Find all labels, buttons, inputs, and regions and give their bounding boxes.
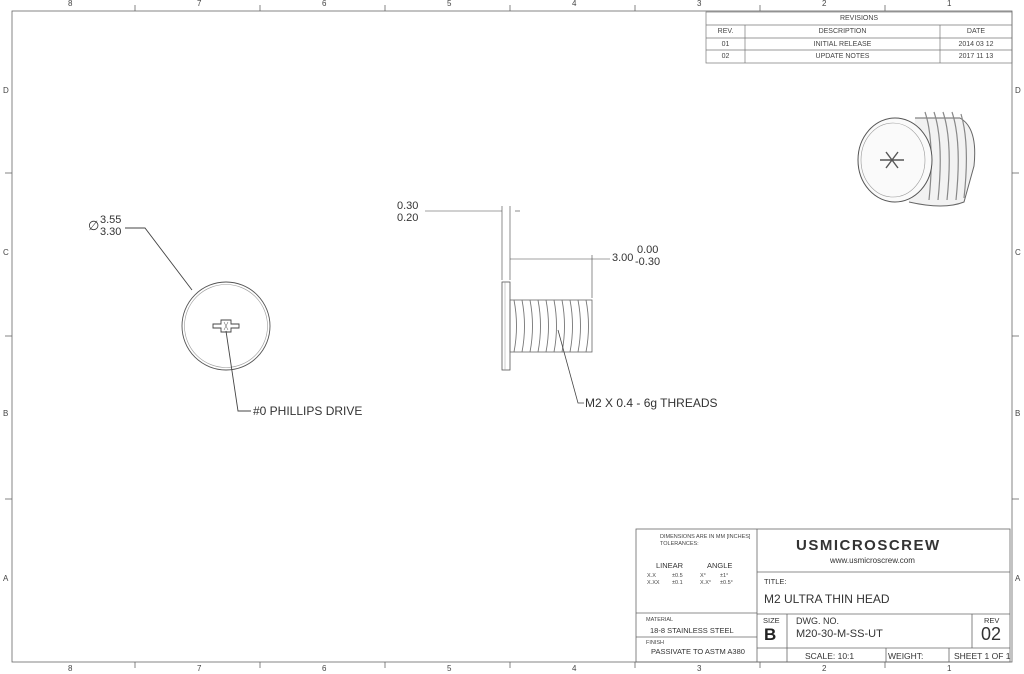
revisions-col-date: DATE: [966, 28, 986, 35]
title-label: TITLE:: [764, 577, 787, 586]
zone-top-4: 4: [572, 0, 577, 8]
sheet-size: B: [764, 625, 777, 644]
zone-top-5: 5: [447, 0, 452, 8]
zone-top-7: 7: [197, 0, 202, 8]
zone-bottom-6: 6: [322, 664, 327, 673]
angle-label: ANGLE: [707, 561, 733, 570]
drawing-number: M20-30-M-SS-UT: [796, 628, 883, 640]
length-tol-upper: 0.00: [637, 244, 659, 256]
isometric-view: [857, 111, 976, 207]
linear-label: LINEAR: [656, 561, 684, 570]
zone-left-d: D: [3, 86, 9, 95]
dimensions-note: DIMENSIONS ARE IN MM [INCHES]: [660, 534, 751, 540]
zone-right-c: C: [1015, 248, 1021, 257]
revision-rev: 01: [721, 41, 730, 48]
revision-table-grid: [705, 11, 1013, 64]
diameter-symbol: ∅: [88, 218, 100, 233]
zone-bottom-4: 4: [572, 664, 577, 673]
zone-left-b: B: [3, 409, 9, 418]
zone-bottom-1: 1: [947, 664, 952, 673]
material-value: 18-8 STAINLESS STEEL: [650, 626, 734, 635]
side-view: [425, 206, 610, 404]
front-view: [125, 227, 271, 412]
revision-description: UPDATE NOTES: [815, 53, 870, 60]
zone-bottom-7: 7: [197, 664, 202, 673]
revisions-col-description: DESCRIPTION: [818, 28, 867, 35]
zone-top-6: 6: [322, 0, 327, 8]
drawing-title: M2 ULTRA THIN HEAD: [764, 592, 890, 606]
sheet-number: SHEET 1 OF 1: [954, 651, 1011, 661]
zone-top-1: 1: [947, 0, 952, 8]
revision-date: 2014 03 12: [958, 41, 994, 48]
revision-date: 2017 11 13: [958, 53, 994, 60]
tol-xxx: X.XX: [647, 580, 660, 586]
zone-bottom-2: 2: [822, 664, 827, 673]
revision-rev: 02: [721, 53, 730, 60]
tol-xxx-value: ±0.1: [672, 580, 683, 586]
drive-note: #0 PHILLIPS DRIVE: [253, 404, 363, 418]
zone-right-a: A: [1015, 574, 1021, 583]
zone-top-2: 2: [822, 0, 827, 8]
phillips-recess: [212, 319, 240, 333]
zone-bottom-3: 3: [697, 664, 702, 673]
diameter-lower: 3.30: [100, 226, 122, 238]
zone-bottom-5: 5: [447, 664, 452, 673]
zone-right-b: B: [1015, 409, 1021, 418]
scale: SCALE: 10:1: [805, 651, 855, 661]
dwg-no-label: DWG. NO.: [796, 616, 839, 626]
revision-number: 02: [981, 624, 1002, 644]
zone-left-a: A: [3, 574, 9, 583]
company-logo: USMICROSCREW: [796, 537, 941, 554]
angle-x-value: ±1°: [720, 573, 729, 579]
zone-top-8: 8: [68, 0, 73, 8]
drawing-border: [5, 5, 1019, 668]
finish-value: PASSIVATE TO ASTM A380: [651, 647, 745, 656]
title-block-grid: [635, 528, 1011, 663]
tol-xx-value: ±0.5: [672, 573, 683, 579]
length-nominal: 3.00: [612, 252, 634, 264]
zone-top-3: 3: [697, 0, 702, 8]
zone-left-c: C: [3, 248, 9, 257]
diameter-upper: 3.55: [100, 214, 122, 226]
threads-note: M2 X 0.4 - 6g THREADS: [585, 396, 718, 410]
angle-xx: X.X°: [700, 580, 712, 586]
size-label: SIZE: [763, 616, 780, 625]
zone-bottom-8: 8: [68, 664, 73, 673]
revisions-col-rev: REV.: [717, 28, 734, 35]
zone-right-d: D: [1015, 86, 1021, 95]
finish-label: FINISH: [646, 640, 665, 646]
angle-x: X°: [700, 573, 706, 579]
material-label: MATERIAL: [646, 617, 674, 623]
head-thickness-lower: 0.20: [397, 212, 419, 224]
length-tol-lower: -0.30: [635, 256, 661, 268]
tolerances-label: TOLERANCES:: [660, 541, 699, 547]
head-thickness-upper: 0.30: [397, 200, 419, 212]
rev-label: REV: [984, 616, 1000, 625]
tol-xx: X.X: [647, 573, 656, 579]
weight-label: WEIGHT:: [888, 651, 924, 661]
revisions-heading: REVISIONS: [839, 15, 879, 22]
company-website: www.usmicroscrew.com: [830, 556, 915, 565]
angle-xx-value: ±0.5°: [720, 580, 733, 586]
revision-description: INITIAL RELEASE: [813, 41, 872, 48]
